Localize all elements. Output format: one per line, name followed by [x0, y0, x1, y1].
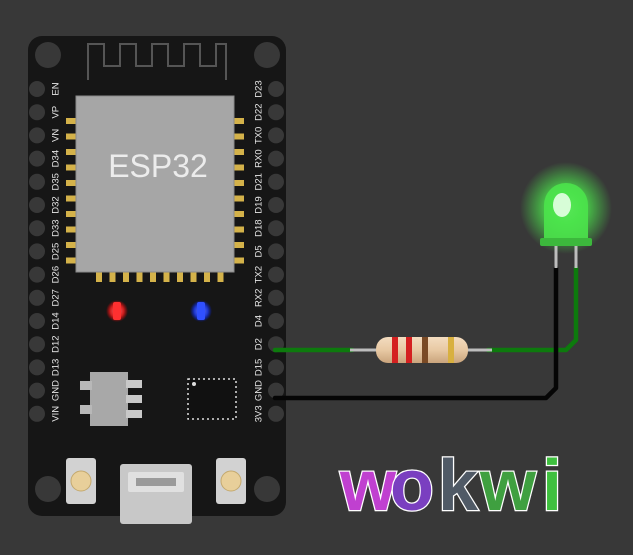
- right-pin-hole[interactable]: [268, 197, 284, 213]
- left-pin-label: D32: [51, 196, 62, 213]
- right-pin-label: D22: [254, 103, 265, 120]
- left-pin-label: D27: [51, 289, 62, 306]
- left-pin-label: D25: [51, 243, 62, 260]
- resistor-band-1: [392, 337, 398, 363]
- left-pin-hole[interactable]: [29, 243, 45, 260]
- left-pin-label: VN: [51, 129, 62, 142]
- left-pin-label: D12: [51, 335, 62, 352]
- left-pin-hole[interactable]: [29, 104, 45, 121]
- right-pin-label: GND: [254, 380, 265, 401]
- left-pin-label: EN: [51, 82, 62, 95]
- right-pin-label: RX2: [254, 289, 265, 307]
- right-pin-label: D23: [254, 80, 265, 97]
- logo-letter: o: [390, 446, 434, 526]
- left-pin-hole[interactable]: [29, 382, 45, 399]
- left-pin-hole[interactable]: [29, 220, 45, 237]
- resistor[interactable]: [350, 337, 492, 363]
- usb-uart-chip: [187, 378, 237, 420]
- left-pin-label: D33: [51, 219, 62, 236]
- mounting-hole: [254, 42, 280, 68]
- mounting-hole: [35, 42, 61, 68]
- right-pin-hole[interactable]: [268, 173, 284, 190]
- led-rim: [540, 238, 592, 246]
- left-pin-label: D35: [51, 173, 62, 190]
- left-pin-label: GND: [51, 380, 62, 401]
- status-led: [197, 302, 205, 320]
- logo-letter: w: [479, 446, 537, 526]
- resistor-band-2: [406, 337, 412, 363]
- right-pin-label: D2: [254, 338, 265, 350]
- right-pin-hole[interactable]: [268, 359, 284, 376]
- right-pin-hole[interactable]: [268, 382, 284, 399]
- right-pin-hole[interactable]: [268, 150, 284, 167]
- led-highlight: [553, 193, 571, 217]
- right-pin-label: TX2: [254, 266, 265, 283]
- chip-label: ESP32: [108, 148, 208, 184]
- green-led[interactable]: [520, 162, 612, 268]
- mounting-hole: [35, 476, 61, 502]
- left-pin-label: D34: [51, 150, 62, 167]
- left-pin-hole[interactable]: [29, 405, 45, 422]
- left-pin-label: VP: [51, 106, 62, 119]
- right-pin-hole[interactable]: [268, 289, 284, 306]
- right-pin-label: D21: [254, 173, 265, 190]
- module-pads: [66, 118, 244, 282]
- left-pin-hole[interactable]: [29, 336, 45, 353]
- left-pin-hole[interactable]: [29, 197, 45, 213]
- reset-button[interactable]: [216, 458, 246, 504]
- left-pin-hole[interactable]: [29, 150, 45, 167]
- left-pin-hole[interactable]: [29, 266, 45, 283]
- boot-button[interactable]: [66, 458, 96, 504]
- micro-usb-port: [120, 464, 192, 524]
- right-pin-label: RX0: [254, 149, 265, 167]
- right-pin-hole[interactable]: [268, 220, 284, 237]
- right-pin-hole[interactable]: [268, 81, 284, 97]
- right-pin-label: D19: [254, 196, 265, 213]
- esp32-board[interactable]: ESP32: [28, 36, 286, 524]
- right-pin-label: D5: [254, 245, 265, 257]
- logo-letter: k: [438, 446, 479, 526]
- left-pin-hole[interactable]: [29, 81, 45, 97]
- wire-resistor-led[interactable]: [485, 265, 579, 353]
- left-pin-hole[interactable]: [29, 173, 45, 190]
- chip-shield: [75, 95, 235, 273]
- right-pin-hole[interactable]: [268, 405, 284, 422]
- left-pin-hole[interactable]: [29, 313, 45, 329]
- right-pin-label: D15: [254, 359, 265, 376]
- resistor-band-3: [422, 337, 428, 363]
- left-pin-hole[interactable]: [29, 127, 45, 144]
- antenna-trace: [87, 43, 227, 80]
- left-pin-hole[interactable]: [29, 289, 45, 306]
- left-pin-label: D13: [51, 359, 62, 376]
- right-pin-label: D4: [254, 315, 265, 327]
- resistor-band-4: [448, 337, 454, 363]
- right-pin-hole[interactable]: [268, 313, 284, 329]
- left-pin-hole[interactable]: [29, 359, 45, 376]
- wires: [272, 265, 579, 401]
- right-pin-label: D18: [254, 219, 265, 236]
- logo-letter: i: [542, 446, 562, 526]
- mounting-hole: [254, 476, 280, 502]
- right-pin-hole[interactable]: [268, 266, 284, 283]
- right-pin-hole[interactable]: [268, 127, 284, 144]
- left-pin-label: D26: [51, 266, 62, 283]
- right-pin-hole[interactable]: [268, 104, 284, 121]
- logo-letter: w: [339, 446, 397, 526]
- right-pin-label: TX0: [254, 127, 265, 144]
- right-pin-label: 3V3: [254, 405, 265, 422]
- wire-gnd-led[interactable]: [272, 265, 559, 401]
- left-pin-label: D14: [51, 312, 62, 329]
- power-led: [113, 302, 121, 320]
- left-pin-label: VIN: [51, 406, 62, 422]
- right-pin-hole[interactable]: [268, 243, 284, 260]
- voltage-regulator: [80, 372, 142, 426]
